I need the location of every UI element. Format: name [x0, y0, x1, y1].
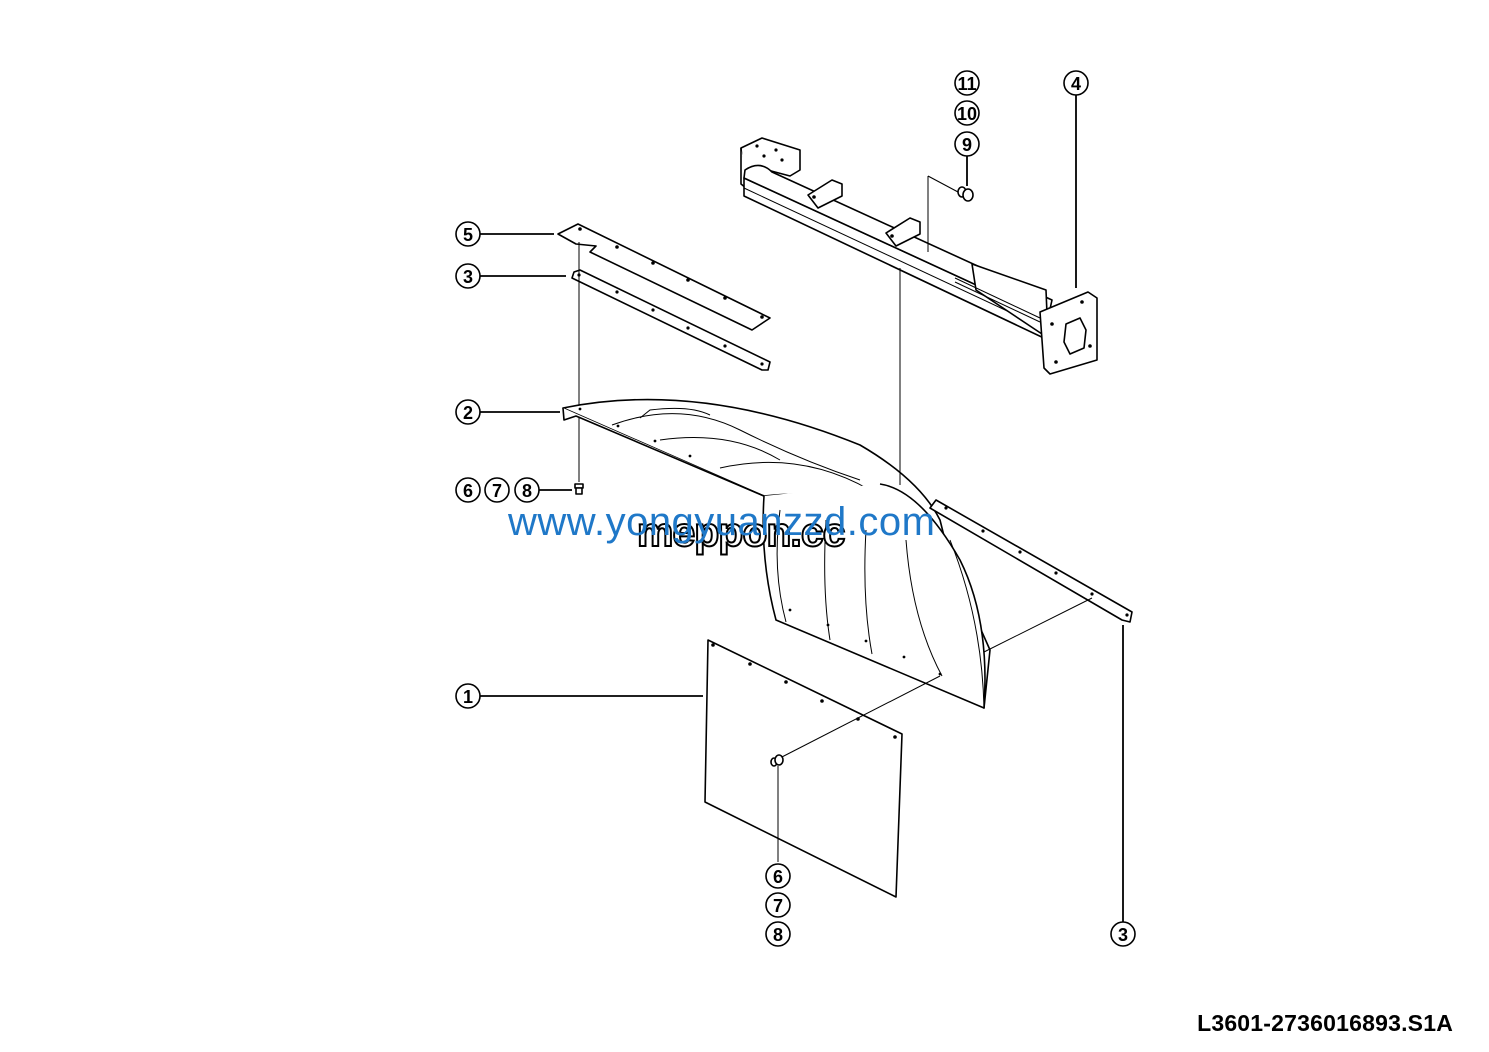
leader-lines: [480, 94, 1124, 922]
svg-text:9: 9: [962, 135, 972, 155]
clamping-strip-part-3-upper: [571, 269, 771, 371]
callout-10: 10: [954, 100, 980, 126]
svg-text:7: 7: [773, 896, 783, 916]
drawing-code: L3601-2736016893.S1A: [1197, 1010, 1453, 1036]
callout-2: 2: [455, 399, 481, 425]
callout-11: 11: [954, 70, 980, 96]
callout-8-lower: 8: [765, 921, 791, 947]
callout-6-lower: 6: [765, 863, 791, 889]
callout-9: 9: [954, 131, 980, 157]
callout-1: 1: [455, 683, 481, 709]
bolt-assembly-9-10-11: [927, 175, 974, 252]
svg-text:5: 5: [463, 225, 473, 245]
callout-8-upper: 8: [514, 477, 540, 503]
callout-6-upper: 6: [455, 477, 481, 503]
bolt-assembly-6-7-8-upper: [574, 483, 584, 495]
mud-flap-plate-part-1: [704, 639, 941, 898]
svg-text:1: 1: [463, 687, 473, 707]
watermark-url: www.yongyuanzzd.com: [508, 500, 936, 544]
callout-7-lower: 7: [765, 892, 791, 918]
svg-text:10: 10: [957, 104, 977, 124]
svg-text:4: 4: [1071, 74, 1081, 94]
clamping-strip-part-3-lower: [929, 499, 1133, 653]
svg-text:8: 8: [773, 925, 783, 945]
svg-text:6: 6: [773, 867, 783, 887]
svg-text:3: 3: [1118, 925, 1128, 945]
bolt-assembly-6-7-8-lower: [770, 754, 784, 862]
callout-7-upper: 7: [484, 477, 510, 503]
svg-text:3: 3: [463, 267, 473, 287]
svg-text:6: 6: [463, 481, 473, 501]
callout-4: 4: [1063, 70, 1089, 96]
callout-5: 5: [455, 221, 481, 247]
fender-part-2: [562, 398, 991, 709]
svg-text:11: 11: [957, 74, 976, 94]
svg-text:8: 8: [522, 481, 532, 501]
callout-3-lower: 3: [1110, 921, 1136, 947]
callout-3-upper: 3: [455, 263, 481, 289]
svg-text:7: 7: [492, 481, 502, 501]
watermark-outline: meppon.cc: [636, 508, 846, 556]
svg-text:2: 2: [463, 403, 473, 423]
support-tube-part-4: [740, 137, 1098, 375]
